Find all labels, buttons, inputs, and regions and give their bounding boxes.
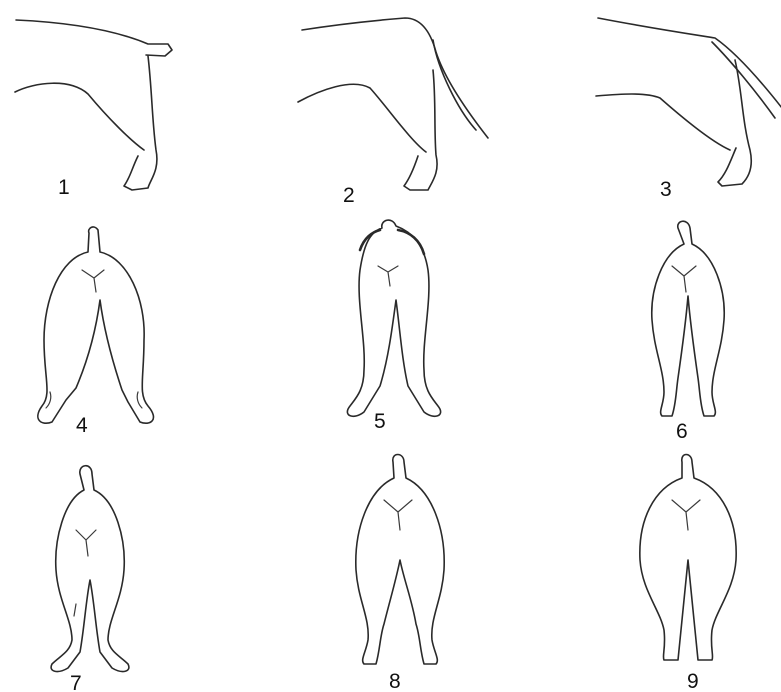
panel-2-label: 2 — [343, 184, 355, 207]
panel-5-rear-view-wide-feet: 5 — [347, 220, 440, 433]
panel-8-label: 8 — [389, 670, 401, 692]
panel-1-side-view-tail-up: 1 — [15, 20, 172, 199]
panel-6-label: 6 — [676, 420, 688, 443]
panel-9-label: 9 — [687, 670, 699, 692]
panel-9-rear-view-straight-narrow: 9 — [640, 455, 736, 692]
panel-5-label: 5 — [374, 410, 386, 433]
panel-7-label: 7 — [70, 672, 82, 692]
panel-3-label: 3 — [660, 178, 672, 201]
panel-6-rear-view-narrow-hocks: 6 — [652, 221, 724, 443]
panel-7-rear-view-bow-hocked: 7 — [51, 466, 129, 692]
panel-8-rear-view-straight-wide: 8 — [356, 455, 444, 692]
panel-1-label: 1 — [58, 176, 70, 199]
panel-4-rear-view-cow-hocked: 4 — [38, 227, 154, 437]
panel-3-side-view-tail-out: 3 — [596, 18, 781, 201]
panel-4-label: 4 — [76, 414, 88, 437]
panel-2-side-view-tail-down: 2 — [298, 18, 488, 207]
